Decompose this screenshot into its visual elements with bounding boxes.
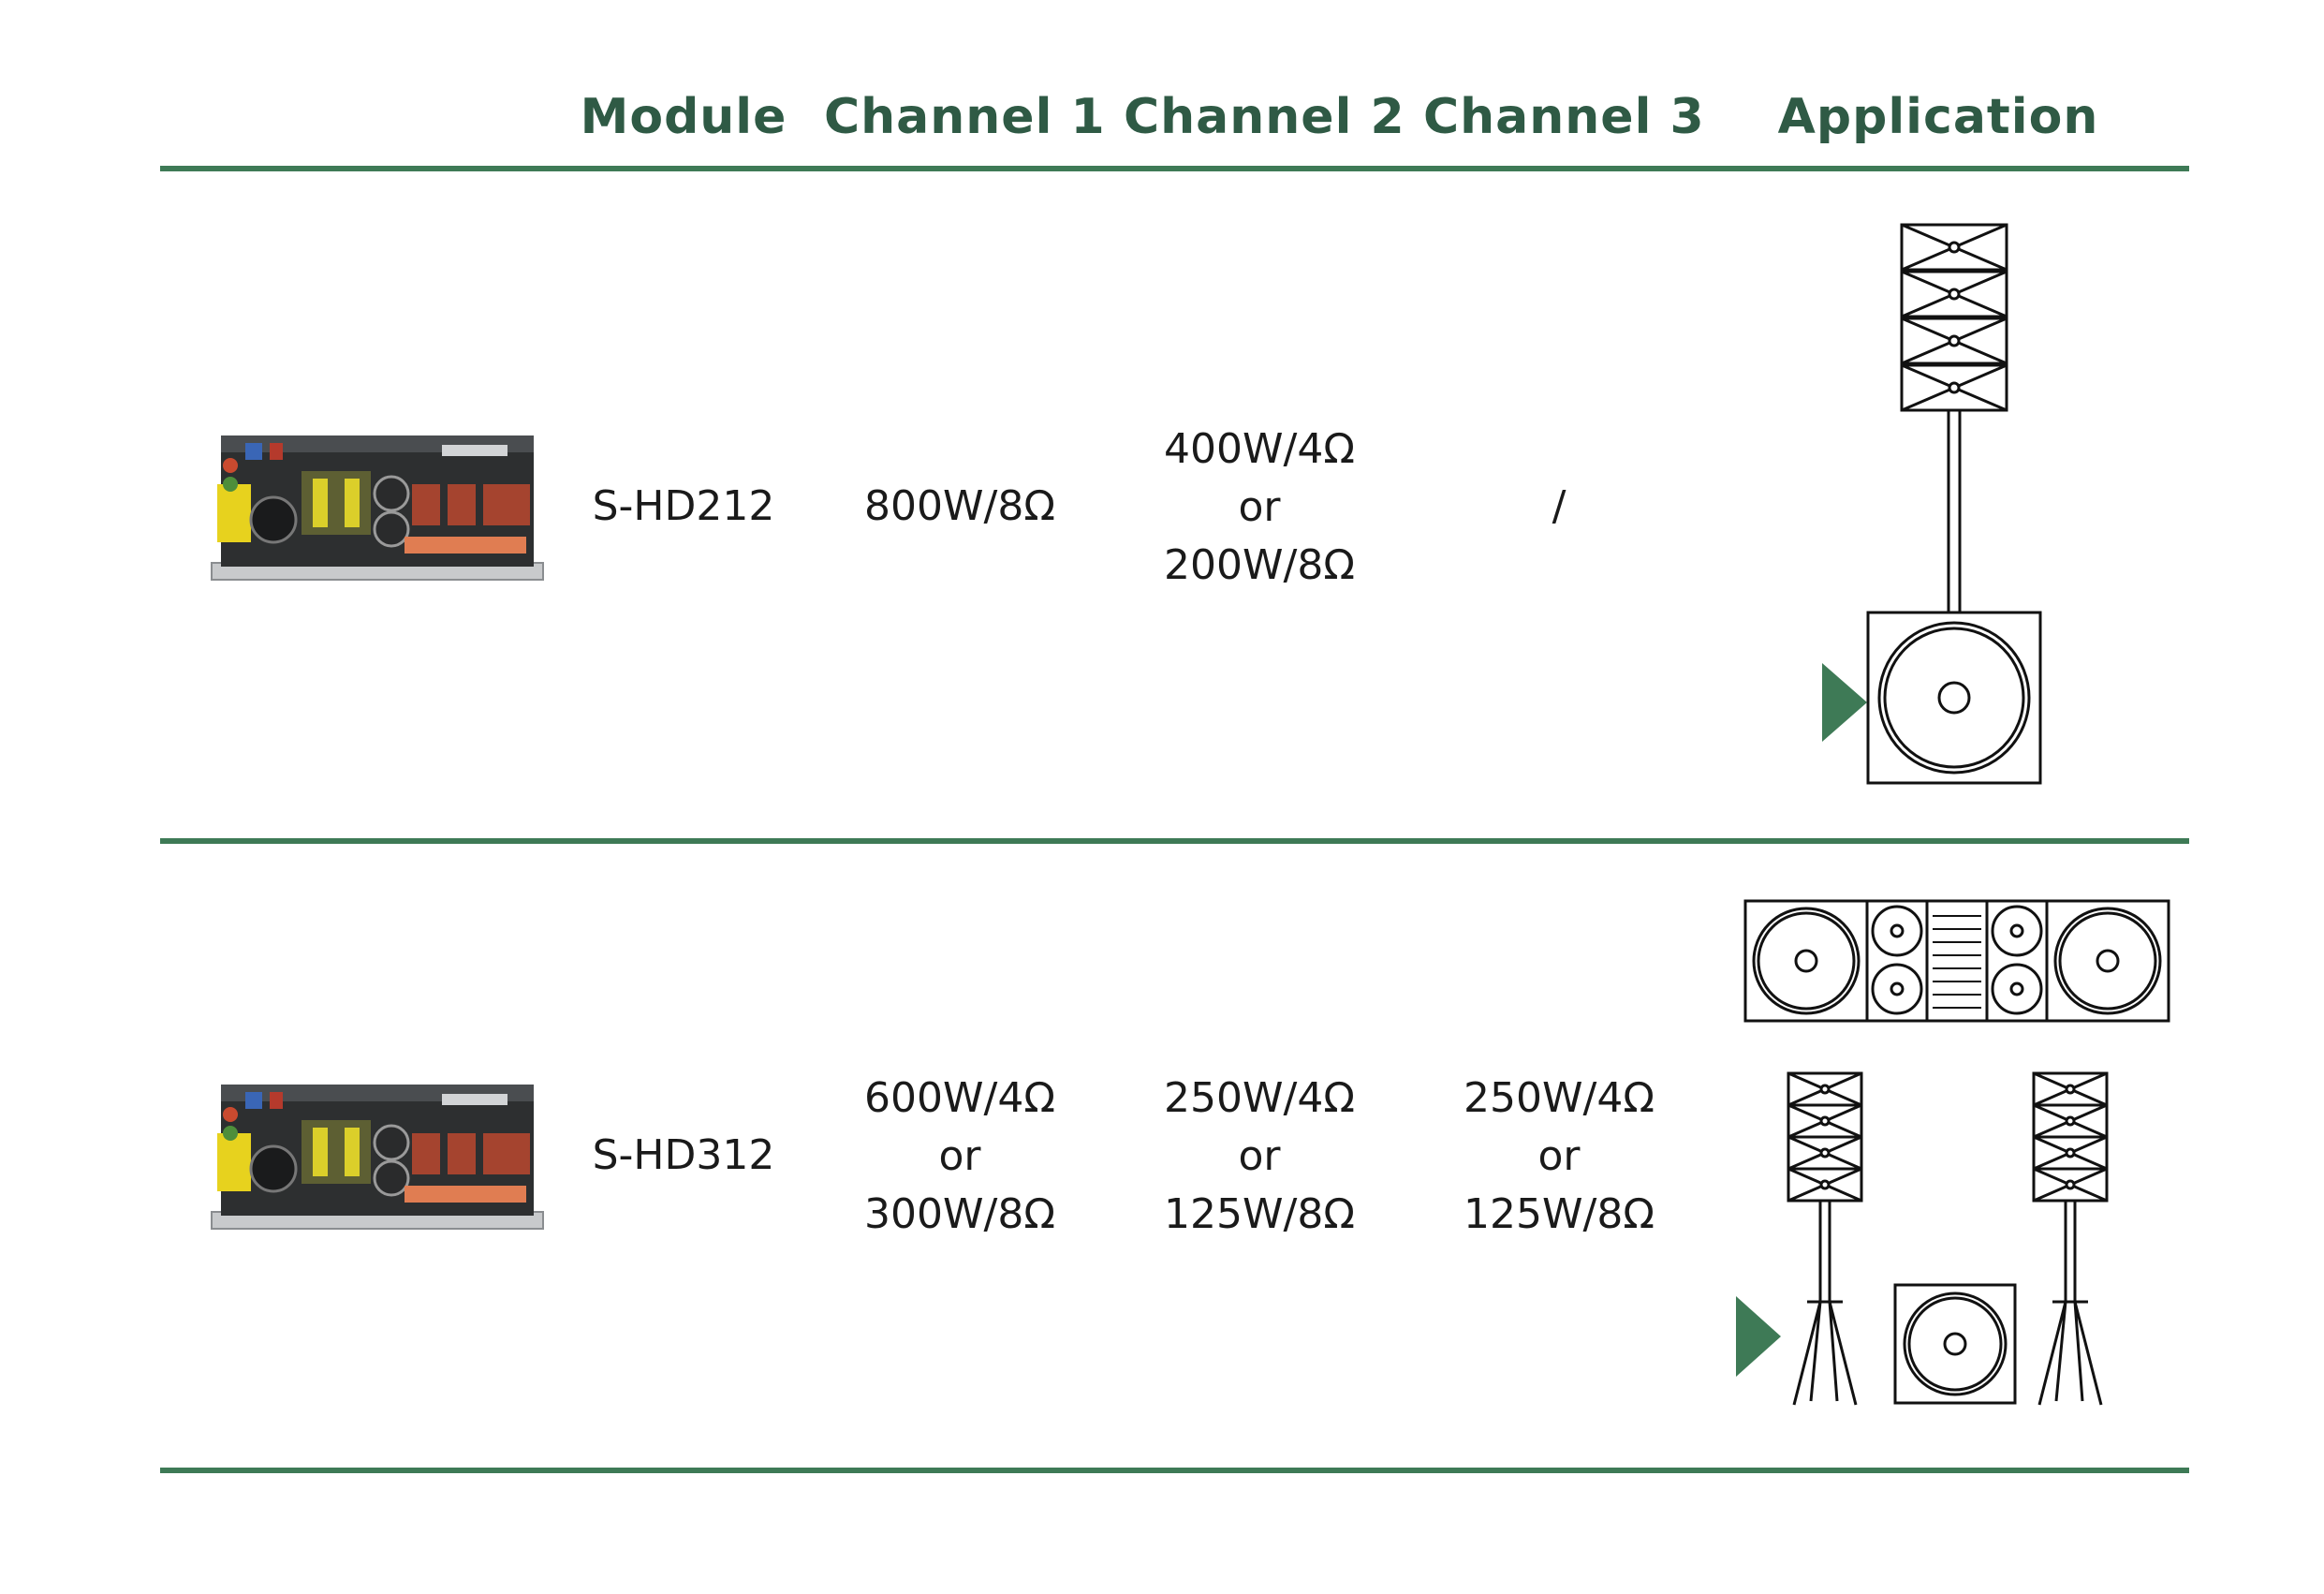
header-application: Application bbox=[1777, 89, 2099, 145]
row1-channel-3: / bbox=[1552, 482, 1566, 530]
header-channel-1: Channel 1 bbox=[824, 89, 1106, 145]
row1-channel-1: 800W/8Ω bbox=[864, 482, 1055, 530]
table-bottom-rule bbox=[160, 1468, 2189, 1473]
header-module: Module bbox=[580, 89, 787, 145]
line-array-on-subwoofer-icon bbox=[1822, 223, 2042, 785]
row1-module-name: S-HD212 bbox=[592, 482, 775, 530]
header-divider bbox=[160, 166, 2189, 171]
header-channel-2: Channel 2 bbox=[1124, 89, 1405, 145]
amplifier-module-board-image bbox=[211, 1085, 544, 1230]
header-channel-3: Channel 3 bbox=[1423, 89, 1705, 145]
pointer-triangle-icon bbox=[1822, 663, 1867, 742]
pointer-triangle-icon bbox=[1736, 1296, 1781, 1377]
amplifier-module-board-image bbox=[211, 435, 544, 581]
stereo-line-array-tripod-icon bbox=[1736, 899, 2170, 1406]
row-divider bbox=[160, 838, 2189, 844]
row2-module-name: S-HD312 bbox=[592, 1131, 775, 1179]
